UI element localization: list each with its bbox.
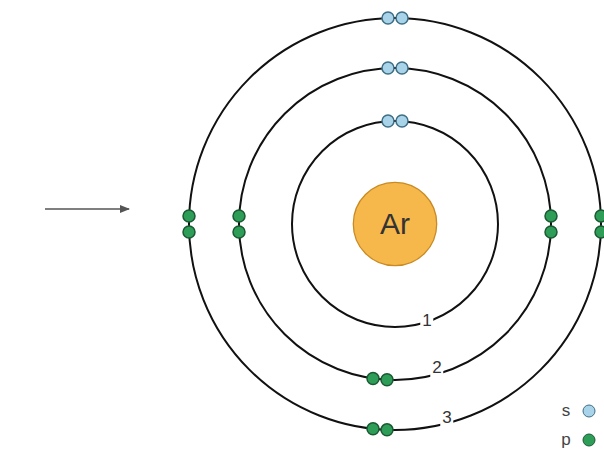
nucleus: Ar: [352, 181, 438, 267]
electron: [367, 423, 379, 435]
electron: [382, 62, 394, 74]
electron: [545, 210, 557, 222]
electron: [183, 210, 195, 222]
electron: [396, 12, 408, 24]
electron: [367, 372, 379, 384]
electron: [381, 374, 393, 386]
electron: [382, 115, 394, 127]
element-symbol: Ar: [380, 207, 410, 241]
electron-shell: [292, 121, 498, 327]
legend-text: p: [561, 431, 570, 449]
legend-text: s: [562, 402, 571, 420]
electron: [382, 12, 394, 24]
electron: [233, 226, 245, 238]
electron: [545, 226, 557, 238]
electron: [595, 226, 604, 238]
shell-number: 1: [420, 312, 433, 330]
shell-number: 2: [430, 359, 443, 377]
electron-shell: [189, 18, 601, 430]
electron: [396, 62, 408, 74]
electron: [396, 115, 408, 127]
electron: [595, 210, 604, 222]
pointer-arrow: [45, 208, 129, 209]
legend-swatch: [583, 434, 596, 447]
electron: [233, 210, 245, 222]
legend-swatch: [583, 405, 596, 418]
electron: [183, 226, 195, 238]
electron-shell: [239, 68, 551, 380]
electron: [381, 424, 393, 436]
shell-number: 3: [440, 409, 453, 427]
